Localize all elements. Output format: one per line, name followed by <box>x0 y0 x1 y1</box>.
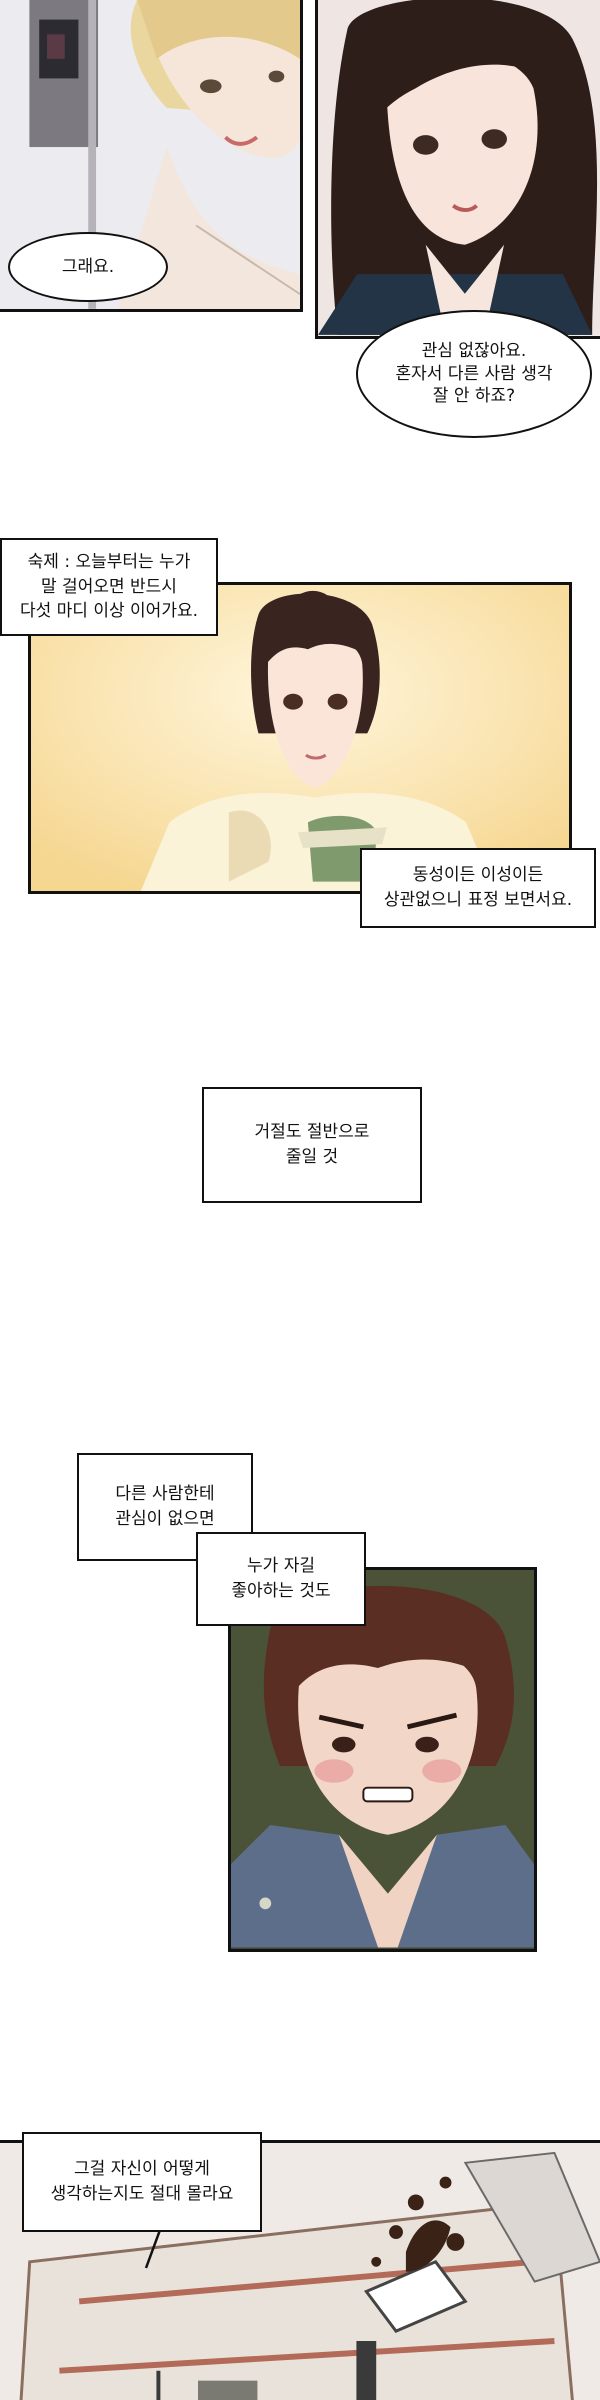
caption-never-know-text: 그걸 자신이 어떻게 생각하는지도 절대 몰라요 <box>50 2159 234 2204</box>
caption-who-likes-text: 누가 자길 좋아하는 것도 <box>231 1556 331 1601</box>
caption-no-interest-text: 다른 사람한테 관심이 없으면 <box>115 1484 215 1529</box>
speech-bubble-2: 관심 없잖아요. 혼자서 다른 사람 생각 잘 안 하죠? <box>356 310 592 438</box>
caption-same-or-opposite-sex-text: 동성이든 이성이든 상관없으니 표정 보면서요. <box>383 865 573 910</box>
caption-homework-text: 숙제 : 오늘부터는 누가 말 걸어오면 반드시 다섯 마디 이상 이어가요. <box>19 552 198 622</box>
caption-homework: 숙제 : 오늘부터는 누가 말 걸어오면 반드시 다섯 마디 이상 이어가요. <box>0 538 218 636</box>
caption-reduce-rejection: 거절도 절반으로 줄일 것 <box>202 1087 422 1203</box>
crying-man-illustration <box>231 1570 534 1948</box>
caption-pointer <box>144 2230 162 2269</box>
caption-reduce-rejection-text: 거절도 절반으로 줄일 것 <box>254 1122 370 1167</box>
panel-dark-haired-woman <box>315 0 600 339</box>
dark-haired-woman-illustration <box>318 0 600 335</box>
caption-same-or-opposite-sex: 동성이든 이성이든 상관없으니 표정 보면서요. <box>360 848 596 928</box>
caption-never-know: 그걸 자신이 어떻게 생각하는지도 절대 몰라요 <box>22 2132 262 2232</box>
panel-crying-man <box>228 1567 537 1952</box>
panel-spilled-cup <box>0 2140 600 2400</box>
woman-holding-cup-illustration <box>31 585 569 891</box>
caption-no-interest: 다른 사람한테 관심이 없으면 <box>77 1453 253 1561</box>
spilled-cup-illustration <box>0 2143 600 2400</box>
speech-bubble-1: 그래요. <box>8 232 168 302</box>
speech-bubble-1-text: 그래요. <box>61 256 115 277</box>
caption-who-likes: 누가 자길 좋아하는 것도 <box>196 1532 366 1626</box>
speech-bubble-2-text: 관심 없잖아요. 혼자서 다른 사람 생각 잘 안 하죠? <box>395 340 553 407</box>
